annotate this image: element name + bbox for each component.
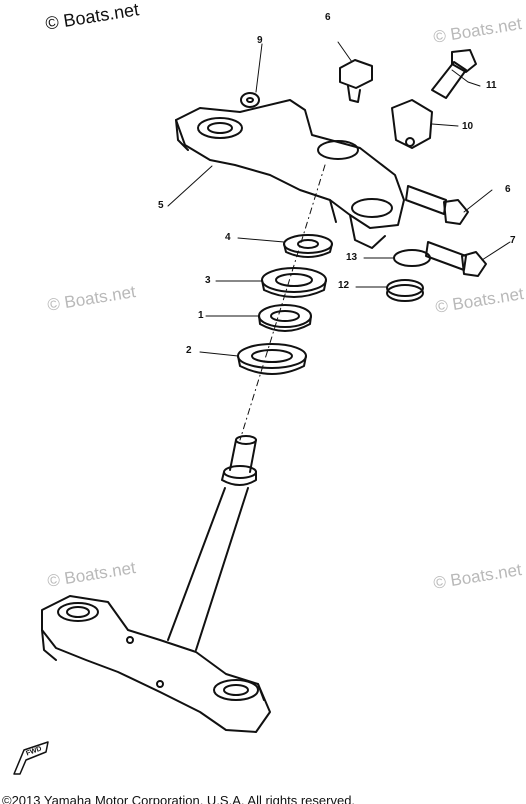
steering-stem <box>167 435 257 651</box>
callout-9: 9 <box>257 35 263 46</box>
bolt-7 <box>425 241 487 277</box>
callout-11: 11 <box>486 80 497 91</box>
callout-6-right: 6 <box>505 184 511 195</box>
bolt-right <box>405 185 469 225</box>
bearing-2 <box>237 343 307 375</box>
fwd-arrow-icon <box>13 741 49 775</box>
bolt-top <box>339 59 373 103</box>
callout-6-top: 6 <box>325 12 331 23</box>
callout-10: 10 <box>462 121 474 132</box>
ring-nut-4 <box>283 234 333 258</box>
leader-lines <box>167 41 511 357</box>
lower-bracket <box>41 595 271 733</box>
bolt-11 <box>431 49 477 99</box>
washer-12 <box>386 279 424 297</box>
nut-9 <box>240 92 260 108</box>
callout-13: 13 <box>346 252 358 263</box>
callout-4: 4 <box>225 232 231 243</box>
washer-13 <box>393 249 431 267</box>
callout-7: 7 <box>510 235 516 246</box>
copyright-footer: ©2013 Yamaha Motor Corporation, U.S.A. A… <box>2 793 356 804</box>
callout-12: 12 <box>338 280 350 291</box>
clamp-10 <box>391 99 433 149</box>
callout-5: 5 <box>158 200 164 211</box>
upper-bracket <box>175 99 405 249</box>
callout-1: 1 <box>198 310 204 321</box>
bearing-cover-3 <box>261 267 327 298</box>
callout-2: 2 <box>186 345 192 356</box>
bearing-1 <box>258 304 312 332</box>
callout-3: 3 <box>205 275 211 286</box>
